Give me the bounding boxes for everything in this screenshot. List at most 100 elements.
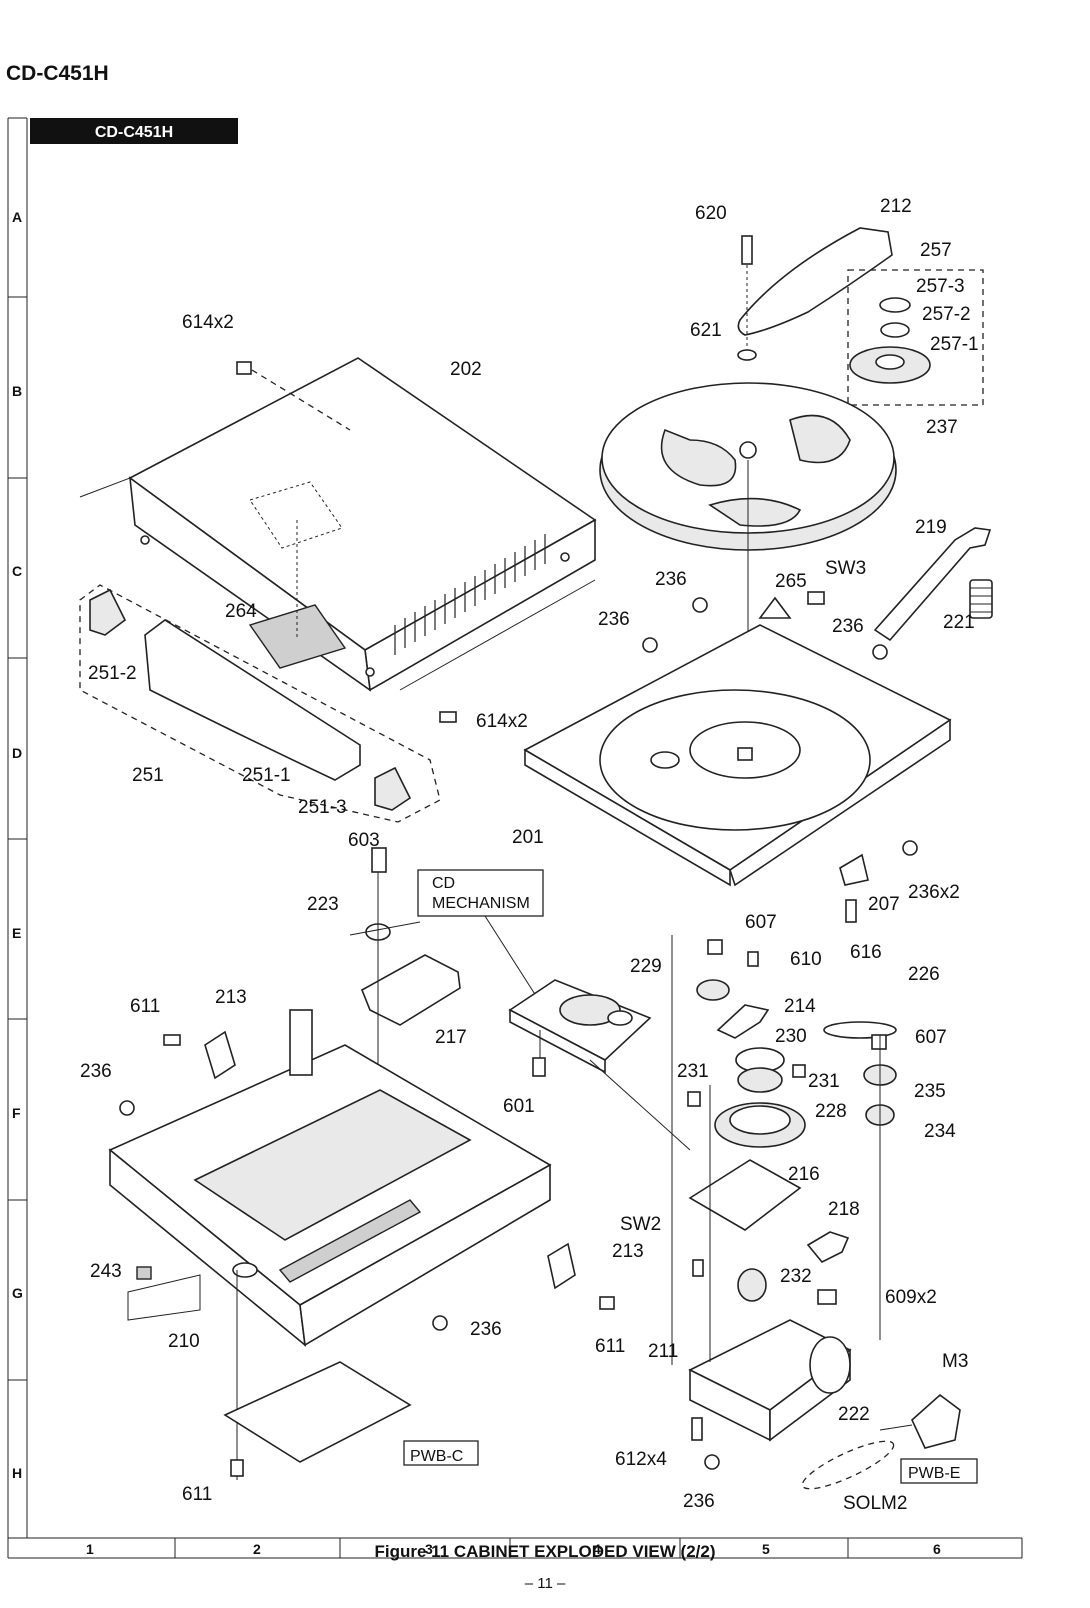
row-label-h: H [12,1465,22,1481]
label-251-2: 251-2 [88,663,137,684]
label-219: 219 [915,517,947,538]
label-217: 217 [435,1027,467,1048]
label-236-g: 236 [470,1319,502,1340]
label-251-1: 251-1 [242,765,291,786]
col-label-5: 5 [762,1541,770,1557]
label-621: 621 [690,320,722,341]
washer-621 [737,349,757,361]
gear-train [687,939,897,1148]
belt-226 [823,1021,897,1039]
row-label-d: D [12,745,22,761]
label-201: 201 [512,827,544,848]
screw-611-g [599,1296,615,1310]
bracket-213-g [547,1242,576,1290]
label-229: 229 [630,956,662,977]
spring-221 [969,579,993,619]
figure-caption: Figure 11 CABINET EXPLODED VIEW (2/2) [374,1542,716,1561]
bracket-213-top [204,1030,236,1080]
label-cd-mechanism-1: CD [432,875,455,892]
col-label-3: 3 [425,1541,433,1557]
part-243 [136,1266,152,1280]
label-207: 207 [868,894,900,915]
screw-609x2 [817,1289,837,1305]
label-sw2: SW2 [620,1214,661,1235]
pwb-c-board [223,1361,412,1463]
label-610: 610 [790,949,822,970]
part-labels: 620 212 257 257-3 257-2 257-1 614x2 621 … [80,196,979,1514]
label-221: 221 [943,612,975,633]
pin-236-c3 [872,644,888,660]
label-solm2: SOLM2 [843,1493,907,1514]
label-257-2: 257-2 [922,304,971,325]
row-label-a: A [12,209,22,225]
label-611-top: 611 [130,996,160,1017]
row-label-g: G [12,1285,23,1301]
label-609x2: 609x2 [885,1287,937,1308]
label-236-f: 236 [80,1061,112,1082]
screw-601 [532,1057,546,1077]
screw-611-top [163,1034,181,1046]
label-620: 620 [695,203,727,224]
frame-badge-bg [30,118,238,144]
label-sw3: SW3 [825,558,866,579]
pwb-c-box [403,1440,479,1466]
label-603: 603 [348,830,380,851]
label-211: 211 [648,1341,678,1362]
screw-611-h [230,1459,244,1477]
switch-sw3 [807,591,825,605]
front-panel-251 [79,584,441,823]
bottom-chassis-210 [108,1009,552,1347]
label-611-g: 611 [595,1336,625,1357]
label-601: 601 [503,1096,535,1117]
label-226: 226 [908,964,940,985]
label-222: 222 [838,1404,870,1425]
col-label-4: 4 [593,1541,601,1557]
gear-232 [737,1268,767,1302]
label-212: 212 [880,196,912,217]
label-m3: M3 [942,1351,968,1372]
label-236-c1: 236 [655,569,687,590]
label-202: 202 [450,359,482,380]
label-231-r: 231 [808,1071,840,1092]
frame-badge: CD-C451H [95,124,173,141]
label-214: 214 [784,996,816,1017]
screw-620 [741,235,753,265]
page-title: CD-C451H [6,62,109,85]
label-614x2-top: 614x2 [182,312,234,333]
col-label-2: 2 [253,1541,261,1557]
cd-mechanism-box [417,869,544,917]
col-label-1: 1 [86,1541,94,1557]
label-236-c2: 236 [598,609,630,630]
label-210: 210 [168,1331,200,1352]
label-pwb-e: PWB-E [908,1465,960,1482]
label-237: 237 [926,417,958,438]
page-number: – 11 – [524,1575,566,1592]
part-265 [758,596,792,619]
label-213-top: 213 [215,987,247,1008]
row-label-b: B [12,383,22,399]
label-611-h: 611 [182,1484,212,1505]
label-213-g: 213 [612,1241,644,1262]
part-216 [688,1159,802,1231]
screw-612x4 [691,1417,703,1441]
pin-236x2 [902,840,918,856]
label-257: 257 [920,240,952,261]
row-label-e: E [12,925,21,941]
label-607-top: 607 [745,912,777,933]
label-cd-mechanism-2: MECHANISM [432,895,530,912]
col-label-6: 6 [933,1541,941,1557]
label-251: 251 [132,765,164,786]
clamper-assembly-257 [847,269,984,406]
changer-chassis-201 [523,624,952,887]
clamper-arm-212 [737,227,893,336]
bracket-207 [839,853,869,886]
motor-m3 [911,1393,961,1449]
pin-236-f [119,1100,135,1116]
label-236x2: 236x2 [908,882,960,903]
label-216: 216 [788,1164,820,1185]
label-230: 230 [775,1026,807,1047]
label-607-r: 607 [915,1027,947,1048]
label-616: 616 [850,942,882,963]
row-label-c: C [12,563,22,579]
label-257-3: 257-3 [916,276,965,297]
